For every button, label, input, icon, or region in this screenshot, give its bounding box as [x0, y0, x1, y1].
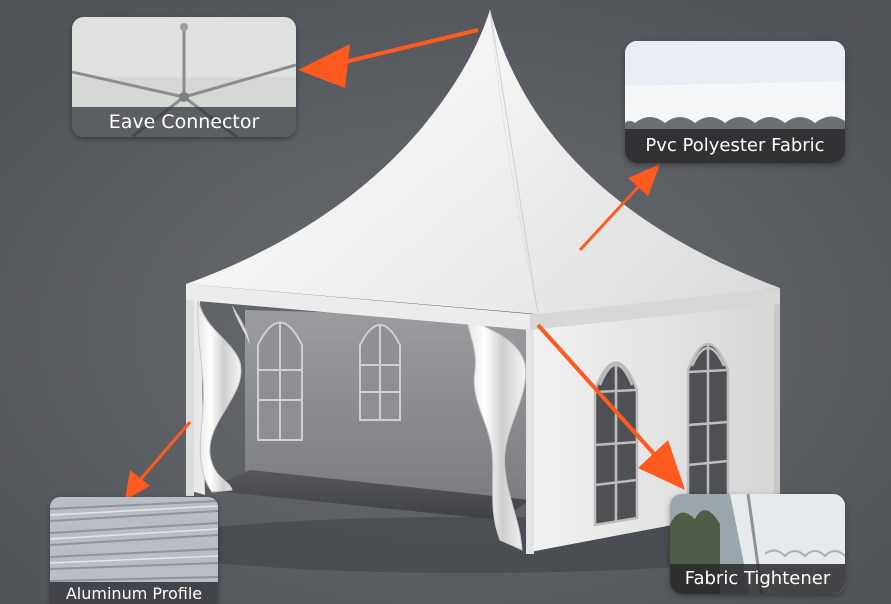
callout-eave-connector: Eave Connector — [72, 17, 296, 137]
curtain-right — [467, 317, 527, 551]
arrow-pvc-fabric — [578, 164, 660, 252]
roof-ridge — [489, 9, 539, 315]
back-window-right — [359, 324, 401, 421]
back-window-left — [257, 321, 303, 441]
tent-floor — [205, 470, 530, 520]
eave-beam-front — [186, 284, 530, 330]
eave-beam-side — [530, 288, 780, 330]
curtain-left-fold — [232, 305, 250, 345]
roof-side — [490, 10, 780, 314]
arrow-aluminum-profile — [125, 421, 192, 500]
pole-left — [186, 300, 194, 496]
pole-right — [774, 300, 780, 506]
pvc-fabric-label: Pvc Polyester Fabric — [625, 129, 845, 163]
side-window-2 — [686, 342, 730, 504]
eave-connector-label: Eave Connector — [72, 107, 296, 137]
arrow-fabric-tightener — [536, 323, 685, 490]
arrow-eave-connector — [298, 28, 479, 88]
callout-fabric-tightener: Fabric Tightener — [670, 494, 845, 594]
callout-pvc-polyester-fabric: Pvc Polyester Fabric — [625, 41, 845, 163]
roof-front — [186, 10, 538, 314]
fabric-tightener-label: Fabric Tightener — [670, 564, 845, 594]
side-window-1 — [593, 361, 639, 527]
callout-aluminum-profile: Aluminum Profile — [50, 497, 218, 604]
aluminum-profile-label: Aluminum Profile — [50, 582, 218, 604]
pole-corner — [526, 322, 534, 554]
curtain-left — [197, 299, 242, 493]
